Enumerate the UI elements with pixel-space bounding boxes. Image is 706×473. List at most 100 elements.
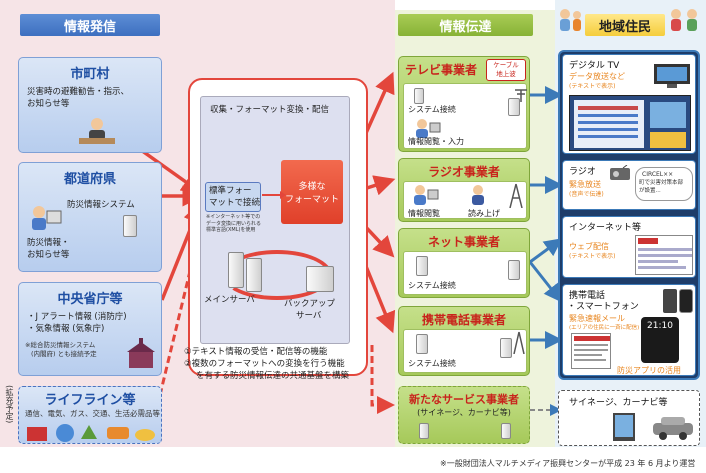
- new-service-subtitle: (サイネージ、カーナビ等): [417, 408, 511, 417]
- standard-note-3: 標準言語(XML)を使用: [206, 227, 256, 233]
- radio-operator-title: ラジオ事業者: [428, 165, 500, 179]
- municipality-line-1: 災害時の避難勧告・指示、: [27, 87, 130, 97]
- prefecture-line-1: 防災情報・: [27, 238, 70, 248]
- net-server-icon-2: [508, 260, 520, 280]
- main-server-label: メインサーバ: [204, 295, 255, 305]
- header-sending: 情報発信: [20, 14, 160, 36]
- mobile-app-label: 防災アプリの活用: [617, 366, 681, 375]
- tv-resident-title: デジタル TV: [569, 61, 620, 71]
- mobile-phone-icon: [663, 289, 677, 313]
- mobile-server-icon: [416, 334, 428, 354]
- residents-icon: [555, 6, 585, 32]
- tv-set-icon: [653, 63, 691, 89]
- source-prefecture: 都道府県 防災情報システム 防災情報・ お知らせ等: [18, 162, 162, 272]
- smartphone-time: 21:10: [647, 321, 673, 331]
- internet-resident-line-1: ウェブ配信: [569, 242, 609, 251]
- resident-internet: インターネット等 ウェブ配信 (テキストで表示): [562, 216, 696, 278]
- mail-screen-preview: [571, 333, 611, 369]
- net-server-icon: [416, 256, 428, 276]
- net-operator-title: ネット事業者: [427, 235, 500, 249]
- footnote: ※一般財団法人マルチメディア振興センターが平成 23 年 6 月より運営: [440, 459, 696, 468]
- tv-system-label: システム接続: [408, 105, 456, 114]
- new-service-servers: [413, 423, 517, 441]
- source-municipality: 市町村 災害時の避難勧告・指示、 お知らせ等: [18, 57, 162, 153]
- operator-mobile: 携帯電話事業者 システム接続: [398, 306, 530, 376]
- operator-net: ネット事業者 システム接続: [398, 228, 530, 298]
- mobile-resident-line-2: (エリアの住民に一斉に配信): [569, 325, 640, 331]
- resident-tv: デジタル TV データ放送など (テキストで表示): [562, 54, 696, 154]
- tv-operator-inner: システム接続 情報閲覧・入力: [403, 83, 527, 149]
- smartphone-screen: 21:10: [641, 317, 679, 363]
- resident-mobile: 携帯電話 ・スマートフォン 緊急速報メール (エリアの住民に一斉に配信) 21:…: [562, 284, 696, 376]
- function-2: ②複数のフォーマットへの変換を行う機能: [184, 359, 345, 369]
- header-residents: 地域住民: [585, 14, 665, 36]
- mobile-resident-title-2: ・スマートフォン: [567, 302, 639, 312]
- mobile-operator-title: 携帯電話事業者: [421, 313, 506, 327]
- tv-server-icon-2: [508, 98, 520, 116]
- radio-resident-line-1: 緊急放送: [569, 180, 601, 189]
- internet-resident-line-2: (テキストで表示): [569, 253, 616, 260]
- source-lifeline: ライフライン等 通信、電気、ガス、交通、生活必需品等: [18, 386, 162, 444]
- ministry-line-1: ・J アラート情報 (消防庁): [27, 312, 127, 322]
- tv-resident-line-2: (テキストで表示): [569, 83, 616, 90]
- tv-operator-person-icon: [412, 118, 442, 138]
- operator-tv: テレビ事業者 ケーブル 地上波 システム接続 情報閲覧・入力: [398, 56, 530, 152]
- resident-radio: ラジオ 緊急放送 (音声で伝達) CIRCEL×× 町で災害対策本部 が設置..…: [562, 160, 696, 210]
- diverse-format-line-2: フォーマット: [284, 195, 339, 205]
- signage-title: サイネージ、カーナビ等: [569, 398, 668, 408]
- tv-tag-line-1: ケーブル: [493, 61, 519, 69]
- header-transmission: 情報伝達: [398, 14, 533, 36]
- new-service-server-icon: [419, 423, 429, 439]
- net-operator-inner: システム接続: [403, 251, 527, 295]
- lifeline-title: ライフライン等: [44, 393, 136, 408]
- mobile-tower-icon: [512, 330, 526, 355]
- tv-tag: ケーブル 地上波: [486, 59, 526, 81]
- radio-view-label: 情報閲覧: [408, 209, 440, 218]
- ministry-title: 中央省庁等: [57, 292, 123, 307]
- radio-resident-title: ラジオ: [569, 167, 596, 177]
- main-server-icon: [228, 252, 244, 288]
- operator-pc-icon: [27, 203, 63, 233]
- lifeline-icons: [25, 421, 157, 443]
- radio-read-label: 読み上げ: [468, 209, 500, 218]
- tv-io-label: 情報閲覧・入力: [408, 137, 464, 146]
- smartphone-icon: [679, 289, 693, 313]
- operator-new-service: 新たなサービス事業者 (サイネージ、カーナビ等): [398, 386, 530, 444]
- standard-format-line-2: マットで接続: [209, 198, 261, 208]
- backup-server-line-1: バックアップ: [284, 299, 336, 309]
- municipality-title: 市町村: [70, 67, 110, 82]
- signage-icon: [611, 411, 645, 443]
- ministry-note-2: (内閣府) とも接続予定: [31, 350, 97, 358]
- residents-icon-2: [666, 6, 704, 32]
- diverse-format-box: 多様な フォーマット: [281, 160, 343, 224]
- new-service-title: 新たなサービス事業者: [409, 393, 519, 406]
- function-1: ①テキスト情報の受信・配信等の機能: [184, 347, 328, 357]
- function-3: を有する防災情報伝達の共通基盤を構築: [196, 371, 350, 381]
- radio-resident-line-2: (音声で伝達): [569, 191, 604, 198]
- standard-format-box: 標準フォー マットで接続: [205, 182, 261, 212]
- prefecture-system: 防災情報システム: [67, 200, 135, 210]
- diverse-format-line-1: 多様な: [298, 182, 326, 192]
- mobile-system-label: システム接続: [408, 359, 456, 368]
- tv-resident-line-1: データ放送など: [569, 72, 625, 81]
- radio-sample-bubble: CIRCEL×× 町で災害対策本部 が設置...: [635, 167, 693, 201]
- prefecture-server-icon: [123, 215, 137, 237]
- expansion-label: (拡充予定): [5, 385, 14, 424]
- prefecture-title: 都道府県: [63, 172, 116, 187]
- mobile-resident-line-1: 緊急速報メール: [569, 314, 625, 323]
- municipality-line-2: お知らせ等: [27, 99, 70, 109]
- source-ministry: 中央省庁等 ・J アラート情報 (消防庁) ・気象情報 (気象庁) ※総合防災情…: [18, 282, 162, 376]
- radio-sample-2: 町で災害対策本部: [639, 180, 684, 186]
- tv-server-icon: [414, 88, 424, 104]
- tv-operator-title: テレビ事業者: [405, 63, 478, 77]
- standard-note: ※インターネット等での データ変換に用いられる 標準言語(XML)を使用: [206, 214, 266, 234]
- tv-tag-line-2: 地上波: [496, 70, 516, 78]
- platform-link-arrows: [262, 191, 286, 199]
- radio-sample-3: が設置...: [639, 188, 661, 194]
- mobile-server-icon-2: [500, 338, 512, 358]
- new-service-server-icon-2: [501, 423, 511, 439]
- lifeline-subtitle: 通信、電気、ガス、交通、生活必需品等: [25, 409, 160, 418]
- radio-sample-1: CIRCEL××: [642, 171, 674, 178]
- internet-resident-title: インターネット等: [569, 223, 642, 233]
- radio-tower-icon: [506, 182, 526, 209]
